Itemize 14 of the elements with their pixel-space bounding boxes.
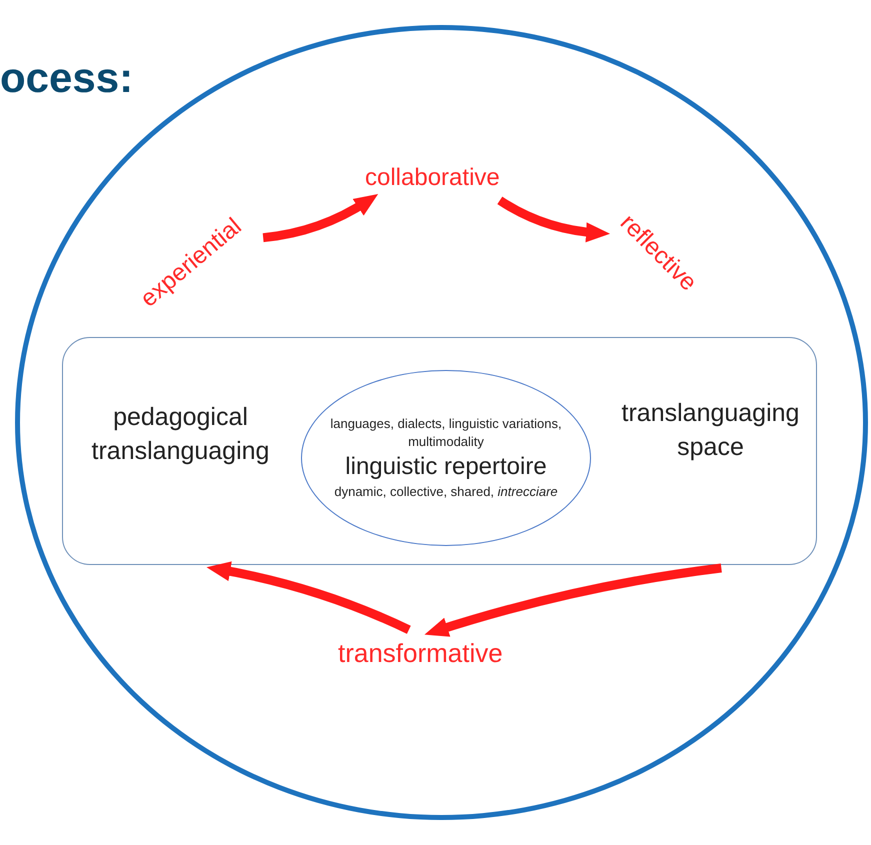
curved-arrow (497, 196, 610, 242)
node-label: transformative (338, 637, 503, 670)
ellipse-node (301, 370, 591, 546)
node-label: pedagogical translanguaging (92, 403, 270, 465)
curved-arrow (262, 194, 378, 242)
node-label: dynamic, collective, shared, intrecciare (334, 483, 558, 501)
curved-arrow (424, 564, 722, 637)
node-label: translanguaging space (622, 399, 800, 461)
node-label: languages, dialects, linguistic variations, multimodality (329, 415, 563, 451)
heading: ocess: (0, 53, 134, 103)
node-label: collaborative (365, 163, 500, 193)
curved-arrow (206, 562, 411, 634)
rounded-panel (62, 337, 817, 565)
node-label: linguistic repertoire (345, 452, 547, 482)
